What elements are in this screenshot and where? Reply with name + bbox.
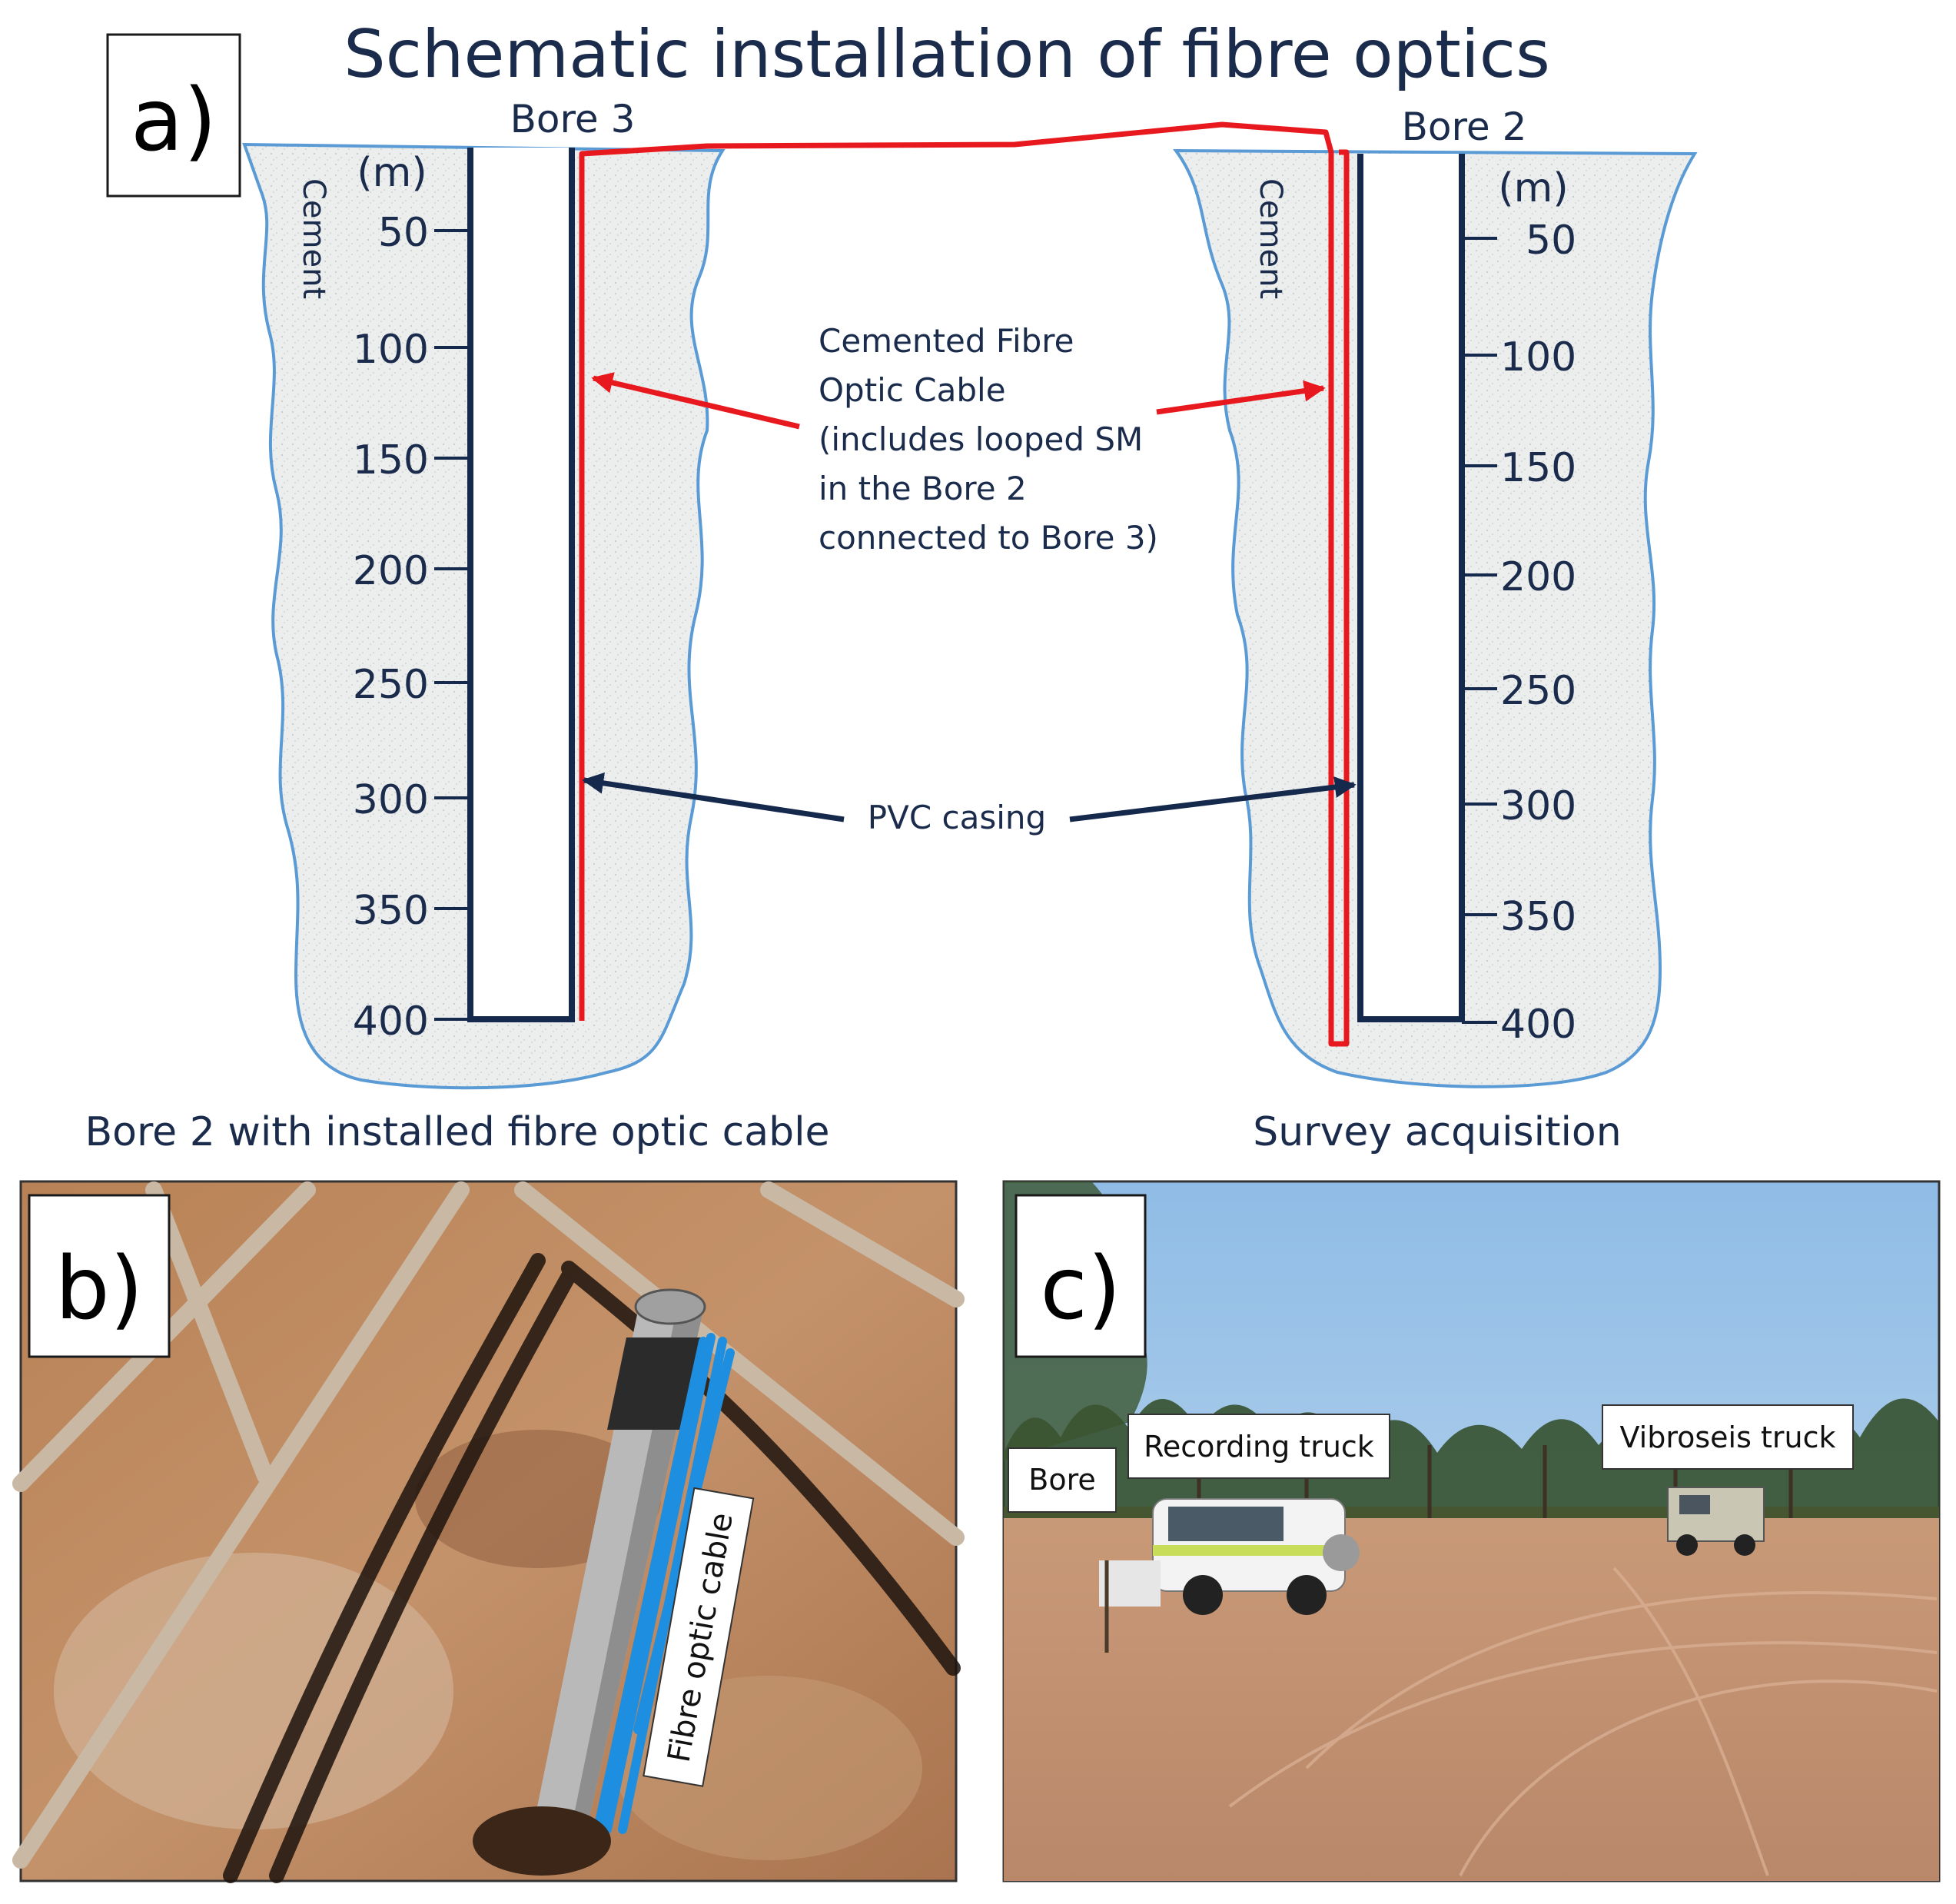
panel-c-photo: c) Bore Recording truck Vibroseis truck	[1002, 1180, 1941, 1882]
fibre-annotation-line: Optic Cable	[819, 371, 1006, 409]
bore-2-pvc-casing	[1357, 154, 1465, 1022]
casing-arrow-left	[582, 772, 845, 822]
depth-axis-left	[434, 229, 470, 1021]
depth-tick-right: 100	[1500, 334, 1576, 380]
fibre-annotation-line: in the Bore 2	[819, 470, 1027, 507]
panel-b-caption: Bore 2 with installed fibre optic cable	[85, 1109, 829, 1155]
depth-tick-left: 50	[378, 210, 429, 256]
depth-tick-left: 150	[353, 437, 429, 483]
vibroseis-truck-label-box	[1602, 1404, 1854, 1470]
fibre-arrow-left	[591, 372, 800, 430]
bore-3-pvc-casing	[467, 148, 575, 1022]
fibre-arrow-right	[1156, 380, 1326, 415]
cement-label-right: Cement	[1253, 178, 1288, 299]
depth-tick-left: 400	[353, 999, 429, 1045]
panel-b-label-box	[28, 1194, 171, 1358]
depth-tick-right: 50	[1526, 218, 1576, 264]
recording-truck-label: Recording truck	[1144, 1430, 1374, 1464]
panel-c-label-box	[1015, 1194, 1147, 1358]
panel-c-caption: Survey acquisition	[1253, 1109, 1621, 1155]
depth-tick-left: 200	[353, 548, 429, 594]
panel-b-label: b)	[55, 1239, 144, 1339]
bore-label: Bore	[1028, 1463, 1096, 1497]
casing-arrow-right	[1069, 776, 1357, 822]
panel-a-label: a)	[131, 71, 217, 171]
depth-tick-right: 350	[1500, 894, 1576, 940]
bore-3-interior	[470, 148, 572, 1019]
bore-3-label: Bore 3	[510, 97, 636, 141]
cement-label-left: Cement	[296, 178, 331, 299]
pvc-casing-label: PVC casing	[868, 799, 1046, 836]
depth-axis-right	[1462, 237, 1497, 1024]
figure-title: Schematic installation of fibre optics	[344, 16, 1550, 93]
depth-tick-right: 200	[1500, 554, 1576, 600]
depth-tick-right: 150	[1500, 445, 1576, 491]
bore-label-box	[1008, 1447, 1117, 1513]
depth-tick-left: 350	[353, 888, 429, 934]
unit-label-left: (m)	[357, 150, 427, 196]
depth-tick-left: 300	[353, 777, 429, 823]
vibroseis-truck-label: Vibroseis truck	[1620, 1421, 1836, 1454]
fibre-optic-cable	[579, 121, 1350, 1047]
fibre-annotation-line: connected to Bore 3)	[819, 519, 1158, 557]
depth-tick-left: 100	[353, 327, 429, 373]
panel-b-photo: b) Fibre optic cable	[12, 1180, 965, 1883]
fibre-optic-cable-label-box	[643, 1487, 755, 1787]
depth-tick-left: 250	[353, 662, 429, 708]
panel-a: a) Cement Cement Bore 3 Bore 2 (m) (m)	[106, 33, 1698, 1090]
panel-c-label: c)	[1040, 1239, 1121, 1339]
depth-tick-right: 400	[1500, 1002, 1576, 1048]
bore-2-label: Bore 2	[1402, 105, 1527, 149]
vibroseis-truck-vehicle	[1667, 1487, 1765, 1556]
recording-truck-label-box	[1127, 1414, 1390, 1479]
depth-tick-right: 300	[1500, 783, 1576, 829]
unit-label-right: (m)	[1498, 165, 1568, 211]
bore-2-interior	[1360, 154, 1462, 1019]
recording-truck-vehicle	[1152, 1498, 1360, 1615]
depth-tick-right: 250	[1500, 668, 1576, 714]
panel-a-label-box	[106, 33, 241, 198]
fibre-annotation-line: Cemented Fibre	[819, 322, 1074, 360]
fibre-annotation-line: (includes looped SM	[819, 420, 1143, 458]
